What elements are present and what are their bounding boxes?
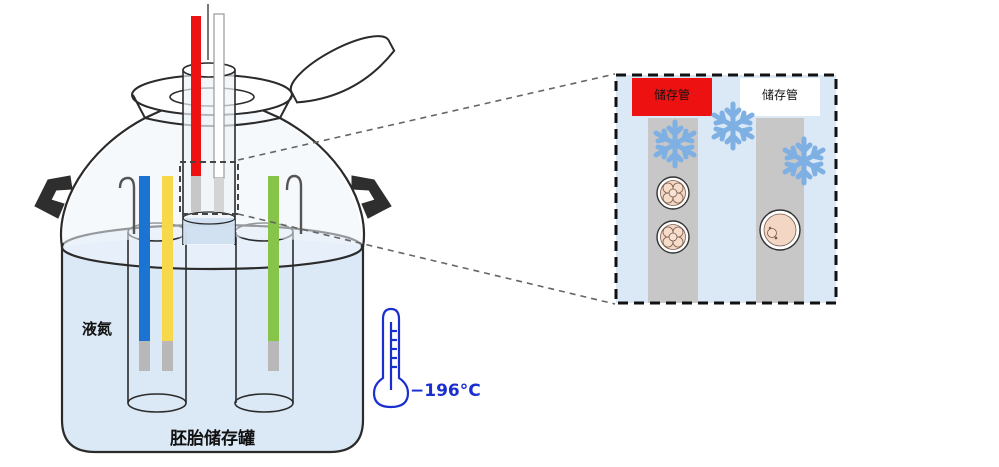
embryo-icon (656, 176, 690, 210)
zoom-line-bottom (237, 213, 616, 305)
embryo-icon (759, 209, 801, 251)
tank-dome (59, 100, 366, 248)
straw-white (213, 13, 225, 179)
straw-green-lower (268, 341, 279, 371)
straw-yellow-lower (162, 341, 173, 371)
straw-red-lower (191, 176, 201, 212)
handle-left (34, 175, 73, 219)
label-temperature: −196°C (410, 381, 481, 401)
canister-center (182, 62, 236, 245)
inset-red-tag (632, 78, 712, 116)
straw-blue (139, 176, 150, 341)
canister-left-hook (118, 176, 136, 234)
label-straw-red: 储存管 (653, 88, 690, 102)
thermometer-icon (372, 307, 410, 409)
tank-lid (289, 35, 396, 104)
label-tank: 胚胎储存罐 (170, 429, 255, 449)
straw-blue-lower (139, 341, 150, 371)
label-straw-white: 储存管 (761, 88, 798, 102)
straw-yellow (162, 176, 173, 341)
handle-right (351, 175, 392, 219)
embryo-icon (656, 220, 690, 254)
zoom-line-top (237, 73, 616, 161)
inset-white-tag (740, 78, 820, 116)
straw-green (268, 176, 279, 341)
straw-white-lower (214, 178, 224, 212)
zoom-inset (614, 73, 838, 305)
zoom-source-box (179, 161, 239, 215)
liquid-nitrogen-body (60, 245, 365, 454)
canister-right-hook (285, 174, 303, 234)
straw-red (191, 16, 201, 176)
label-liquid-nitrogen: 液氮 (82, 320, 113, 338)
